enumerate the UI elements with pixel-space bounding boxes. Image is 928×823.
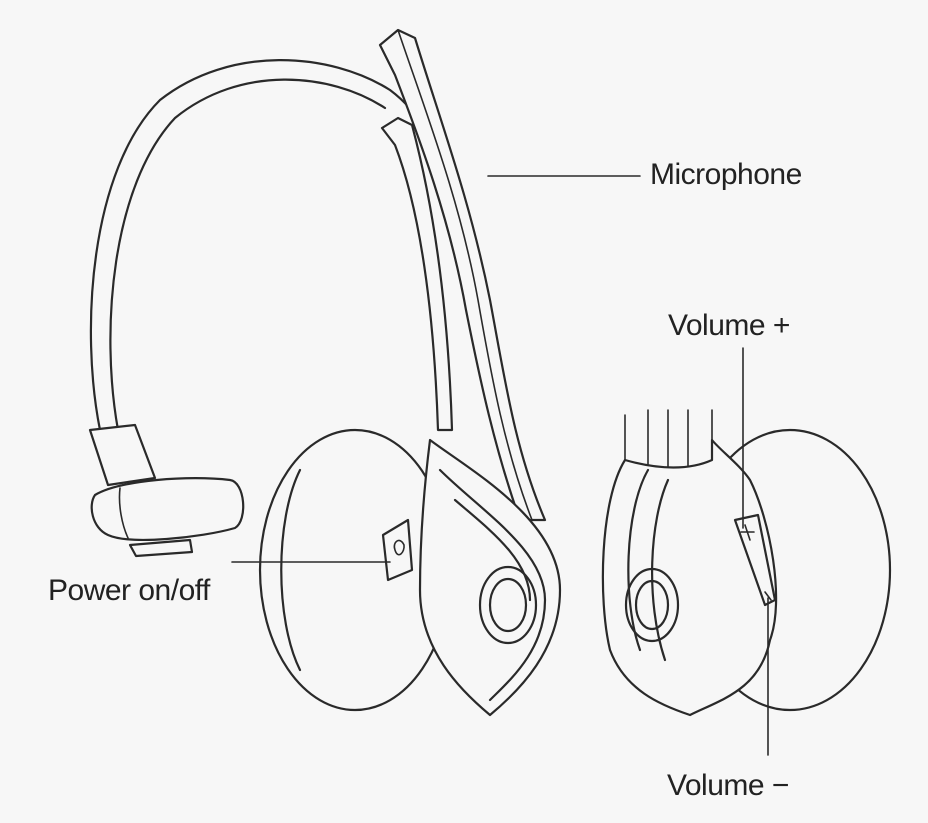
- microphone-label: Microphone: [650, 158, 802, 191]
- headband: [89, 59, 427, 432]
- microphone-head: [88, 423, 245, 558]
- headband-slider: [380, 116, 454, 432]
- power-label: Power on/off: [48, 574, 210, 607]
- right-headset: [601, 409, 892, 717]
- left-earcup: [258, 428, 562, 717]
- leader-lines: [231, 175, 769, 756]
- volume-down-label: Volume −: [667, 769, 789, 802]
- volume-up-label: Volume +: [668, 309, 790, 342]
- microphone-boom: [378, 28, 547, 522]
